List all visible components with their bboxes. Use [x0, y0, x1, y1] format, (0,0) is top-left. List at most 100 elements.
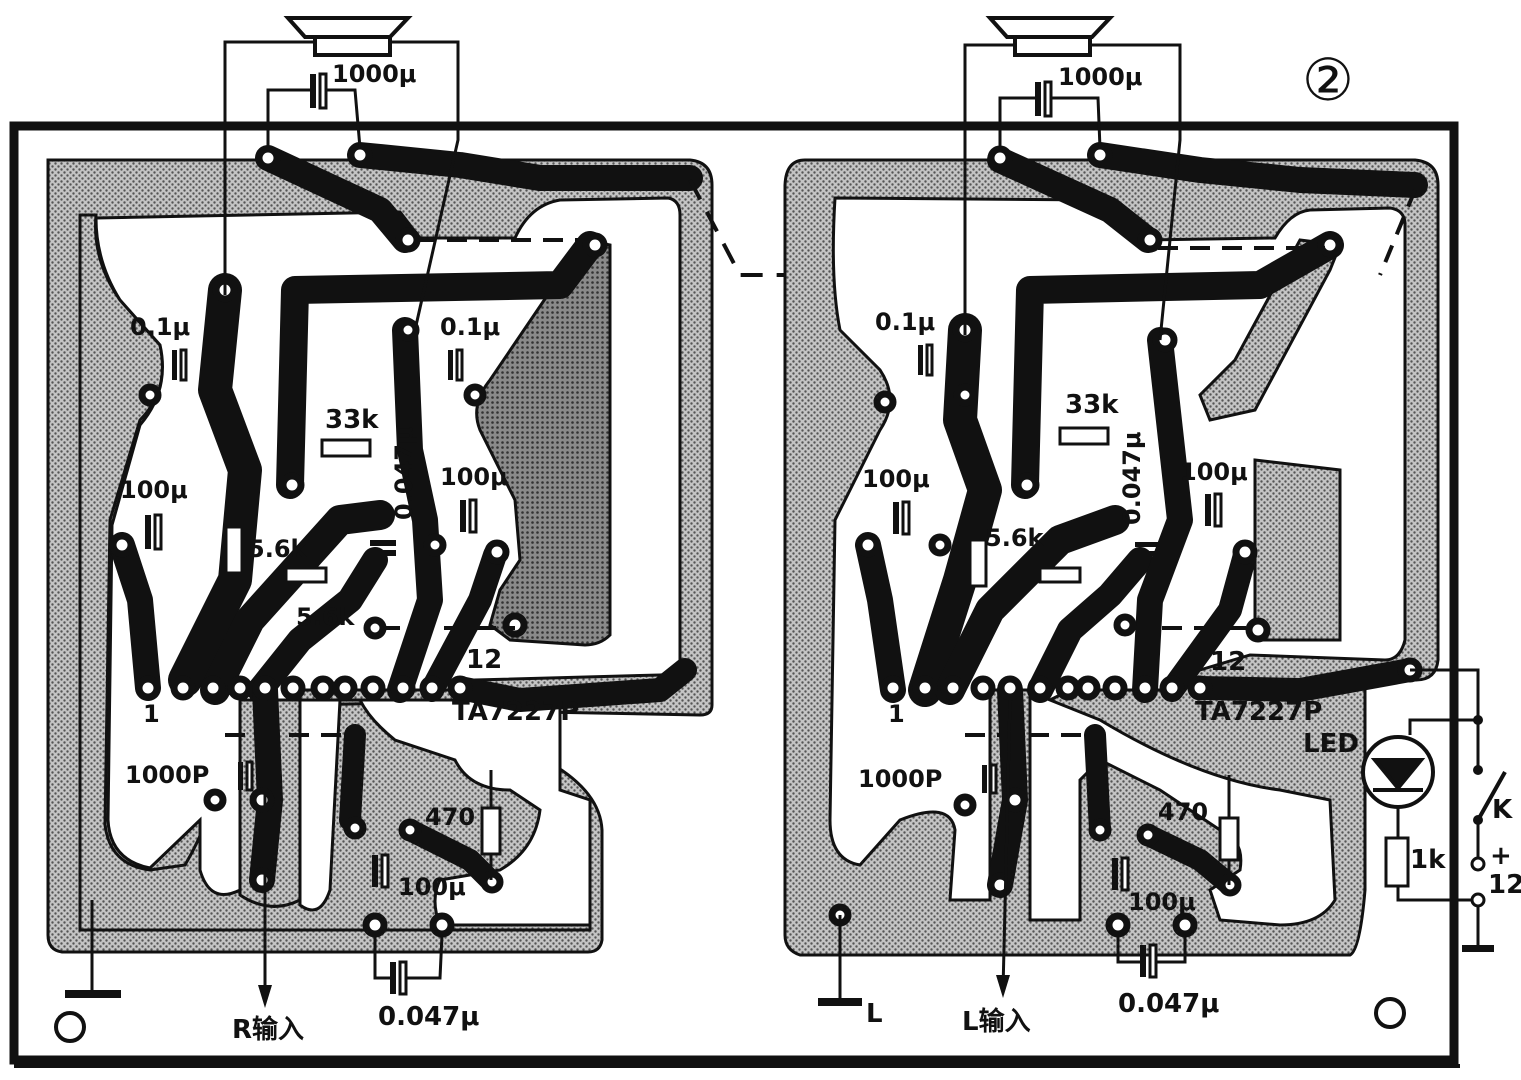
right-lower-bias-resistor-icon [284, 566, 328, 584]
left-pad [928, 533, 952, 557]
left-ic-pin [1102, 675, 1128, 701]
left-bootstrap-cap-label: 0.1μ [875, 308, 935, 336]
left-ic-name-label: TA7227P [1195, 697, 1322, 727]
left-ic-pin1-label: 1 [888, 700, 905, 728]
left-electrolytic-cap-left-label: 100μ [862, 465, 930, 493]
left-pad [987, 145, 1013, 171]
right-pad [138, 383, 162, 407]
right-left-column-trace [168, 273, 262, 697]
right-input-filter-cap-icon [238, 760, 254, 792]
left-input-arrow-icon [996, 975, 1010, 998]
right-ic-pins [135, 675, 473, 701]
right-pad [395, 227, 421, 253]
left-input-label: L输入 [962, 1006, 1031, 1037]
right-ic-pin [170, 675, 196, 701]
left-ic-pin [1187, 675, 1213, 701]
right-bootstrap-cap-right-label: 0.1μ [440, 313, 500, 341]
right-pad [249, 787, 275, 813]
left-input-electrolytic-cap-label: 100μ [1128, 888, 1196, 916]
left-ground-icon [818, 998, 862, 1006]
left-pad [953, 383, 977, 407]
left-speaker-cap-label: 1000μ [1058, 63, 1142, 91]
power-resistor-icon [1384, 836, 1410, 888]
right-pad [463, 383, 487, 407]
left-speaker-capacitor-icon [1035, 80, 1053, 118]
right-input-coupling-cap-label: 0.047μ [378, 1002, 479, 1032]
left-ic-pin [970, 675, 996, 701]
left-bias-resistor-icon [968, 538, 988, 588]
left-mid-trace [935, 505, 1130, 705]
left-pad [1172, 912, 1198, 938]
led-diode-icon [1370, 758, 1426, 792]
right-input-rc-trace [399, 819, 501, 891]
right-input-electrolytic-cap-label: 100μ [398, 873, 466, 901]
voltage-label: 12V [1488, 870, 1521, 900]
right-speaker-trace [255, 145, 418, 253]
left-input-coupling-cap-label: 0.047μ [1118, 989, 1219, 1019]
right-channel-board: 1000μ 0.1μ 0.1μ 33k 100μ 100μ 5.6k [46, 16, 1360, 1045]
left-470-resistor-label: 470 [1158, 798, 1208, 826]
right-ic-pin [252, 675, 278, 701]
left-ic-pin [997, 675, 1023, 701]
right-ic-pin [447, 675, 473, 701]
left-lower-bias-resistor-icon [1038, 566, 1082, 584]
switch-label: K [1492, 795, 1513, 825]
left-pad [1087, 142, 1113, 168]
right-ic-pin12-label: 12 [466, 645, 502, 675]
left-feedback-trace [1011, 231, 1344, 499]
plus-label: + [1490, 841, 1512, 871]
right-speaker-wire-left [223, 40, 320, 295]
plus-terminal-icon [1470, 856, 1486, 872]
left-ground-label: L [866, 999, 883, 1029]
right-pad [203, 788, 227, 812]
led-label: LED [1303, 729, 1359, 759]
right-lower-bias-resistor-label: 5.6k [296, 603, 356, 631]
right-mounting-hole-icon [54, 1011, 86, 1043]
right-speaker-capacitor-icon [310, 72, 328, 110]
left-pin1-trace [855, 532, 906, 703]
left-input-coupling-wire [1116, 935, 1187, 964]
left-input-filter-cap-label: 1000P [858, 765, 942, 793]
right-center-trace [247, 547, 388, 703]
right-pad [279, 472, 305, 498]
left-ceramic-cap-label: 0.047μ [1118, 431, 1146, 525]
left-470-resistor-icon [1218, 816, 1240, 862]
right-ic-pin [135, 675, 161, 701]
left-ic-pin [1159, 675, 1185, 701]
right-feedback-resistor-icon [320, 438, 372, 458]
right-input-coupling-wire [373, 934, 444, 980]
power-output-wire [1410, 668, 1480, 720]
right-ic-pin [280, 675, 306, 701]
right-speaker-wire-right [385, 40, 460, 331]
right-ic-pin [200, 675, 226, 701]
left-pin11-trace [1160, 543, 1257, 702]
left-ic-pin [1075, 675, 1101, 701]
left-pad [1137, 227, 1163, 253]
right-470-resistor-icon [480, 806, 502, 856]
right-ceramic-cap-label: 0.047μ [390, 426, 418, 520]
right-470-resistor-label: 470 [425, 803, 475, 831]
left-speaker-trace [987, 147, 1161, 253]
right-ic-pin [360, 675, 386, 701]
left-bias-resistor-label: 5.6k [985, 524, 1045, 552]
left-ic-pin [1132, 675, 1158, 701]
figure-number: ② [1302, 46, 1354, 114]
right-electrolytic-cap-right-label: 100μ [440, 463, 508, 491]
right-speaker-cap-label: 1000μ [332, 60, 416, 88]
left-input-left-trace [1084, 724, 1111, 841]
right-pin11-trace [420, 543, 507, 702]
right-ground-icon [65, 990, 121, 998]
left-pad [1105, 912, 1131, 938]
right-pad [582, 232, 608, 258]
right-ic-pin [310, 675, 336, 701]
led-supply-wire [1408, 718, 1478, 735]
left-input-wire [1001, 699, 1012, 991]
right-bootstrap-cap-left-icon [172, 348, 188, 382]
right-output-trace [448, 658, 697, 712]
right-input-arrow-icon [258, 985, 272, 1008]
left-ceramic-cap-icon [1135, 542, 1159, 556]
right-input-electrolytic-cap-icon [372, 853, 390, 889]
left-input-electrolytic-cap-icon [1112, 856, 1130, 892]
left-output-trace [1188, 658, 1422, 702]
left-speaker-cap-wire [998, 96, 1102, 150]
